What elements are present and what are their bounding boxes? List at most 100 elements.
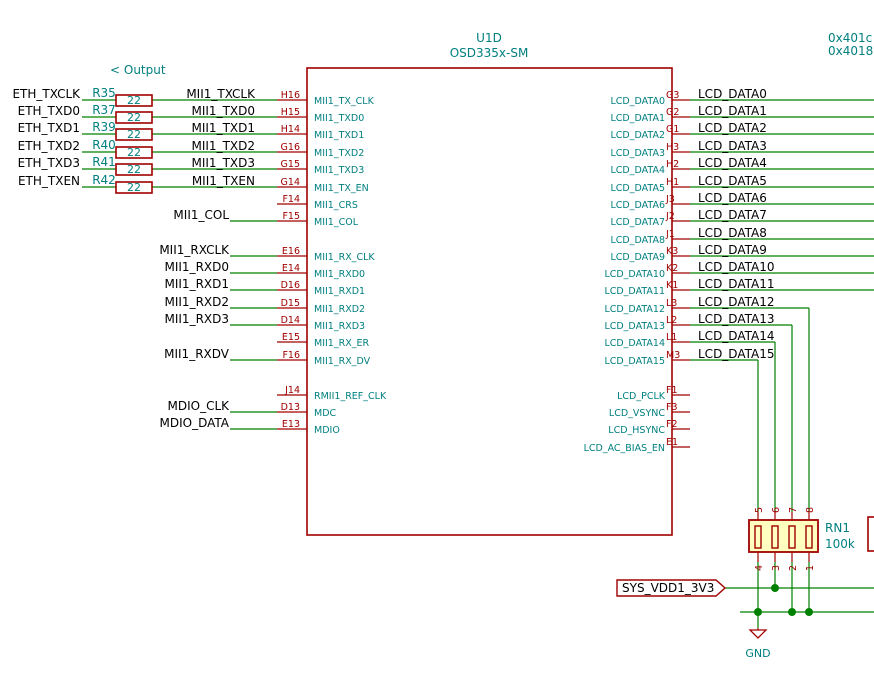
resistor-r35: [115, 94, 153, 107]
pin-name-d14: MII1_RXD3: [314, 321, 365, 332]
net-label-lcd_data2: LCD_DATA2: [698, 121, 767, 135]
net-label-eth_txclk: ETH_TXCLK: [12, 87, 81, 101]
resistor-r42: [115, 181, 153, 194]
rn1-value: 100k: [825, 537, 855, 551]
pin-name-h1: LCD_DATA5: [610, 183, 665, 194]
net-label-mii1_txen: MII1_TXEN: [192, 174, 255, 188]
pin-name-h14: MII1_TXD1: [314, 130, 364, 141]
net-label-mii1_rxd2: MII1_RXD2: [165, 295, 230, 309]
power-flag-sys-vdd1-3v3: [616, 579, 727, 597]
gnd-label: GND: [745, 647, 770, 660]
net-label-mii1_rxd0: MII1_RXD0: [165, 260, 230, 274]
net-label-lcd_data6: LCD_DATA6: [698, 191, 767, 205]
resistor-ref-r35: R35: [92, 86, 116, 100]
pin-name-h16: MII1_TX_CLK: [314, 96, 375, 107]
pin-number-k1: K1: [666, 280, 678, 291]
net-label-mii1_rxdv: MII1_RXDV: [164, 347, 230, 361]
pin-name-d13: MDC: [314, 408, 337, 419]
pin-number-m3: M3: [666, 350, 680, 361]
pin-name-g2: LCD_DATA1: [610, 113, 665, 124]
pin-number-g15: G15: [281, 159, 300, 170]
pin-name-j3: LCD_DATA6: [610, 200, 665, 211]
pin-name-l3: LCD_DATA12: [604, 304, 665, 315]
pin-name-g1: LCD_DATA2: [610, 130, 665, 141]
net-label-mii1_rxd1: MII1_RXD1: [165, 277, 230, 291]
pin-name-f1: LCD_PCLK: [617, 391, 666, 402]
net-label-mii1_col: MII1_COL: [173, 208, 229, 222]
pin-name-h2: LCD_DATA4: [610, 165, 665, 176]
pin-number-e14: E14: [282, 263, 300, 274]
pin-number-g16: G16: [281, 142, 300, 153]
rn1-pin-label-bottom-4: 1: [805, 565, 816, 571]
rn1-ref: RN1: [825, 521, 850, 535]
net-label-mdio_data: MDIO_DATA: [160, 416, 230, 430]
junction-dot-4: [805, 608, 813, 616]
pin-name-j14: RMII1_REF_CLK: [314, 391, 387, 402]
pin-number-h15: H15: [281, 107, 300, 118]
pin-name-h15: MII1_TXD0: [314, 113, 364, 124]
pin-number-g1: G1: [666, 124, 679, 135]
pin-name-e13: MDIO: [314, 425, 340, 436]
pin-number-g2: G2: [666, 107, 679, 118]
net-label-eth_txd2: ETH_TXD2: [18, 139, 80, 153]
net-label-mii1_txd1: MII1_TXD1: [192, 121, 256, 135]
resistor-ref-r40: R40: [92, 138, 116, 152]
net-label-eth_txd3: ETH_TXD3: [18, 156, 80, 170]
pin-name-d16: MII1_RXD1: [314, 286, 365, 297]
pin-name-l1: LCD_DATA14: [604, 338, 665, 349]
pin-number-e13: E13: [282, 419, 300, 430]
net-label-lcd_data0: LCD_DATA0: [698, 87, 767, 101]
pin-name-g16: MII1_TXD2: [314, 148, 364, 159]
pin-number-k3: K3: [666, 246, 678, 257]
pin-number-j2: J2: [665, 211, 675, 222]
offscreen-component: [867, 516, 874, 552]
pin-name-e16: MII1_RX_CLK: [314, 252, 375, 263]
resistor-value-r41: 22: [127, 163, 141, 176]
resistor-ref-r39: R39: [92, 120, 116, 134]
pin-number-j14: J14: [284, 385, 300, 396]
net-label-mii1_txd3: MII1_TXD3: [192, 156, 256, 170]
junction-dot-3: [788, 608, 796, 616]
pin-number-h14: H14: [281, 124, 300, 135]
gnd-symbol: [748, 629, 768, 639]
pin-name-e14: MII1_RXD0: [314, 269, 365, 280]
pin-number-e15: E15: [282, 332, 300, 343]
pin-number-f1: F1: [666, 385, 678, 396]
rn1-pin-label-bottom-1: 4: [754, 565, 765, 571]
net-label-lcd_data3: LCD_DATA3: [698, 139, 767, 153]
net-label-eth_txen: ETH_TXEN: [18, 174, 80, 188]
net-label-mii1_rxd3: MII1_RXD3: [165, 312, 230, 326]
u1d-body: [306, 67, 673, 536]
resistor-r40: [115, 146, 153, 159]
pin-number-h3: H3: [666, 142, 679, 153]
net-label-mii1_txd0: MII1_TXD0: [192, 104, 256, 118]
net-label-lcd_data9: LCD_DATA9: [698, 243, 767, 257]
symbol-value: OSD335x-SM: [450, 46, 529, 60]
resistor-r37: [115, 111, 153, 124]
net-label-lcd_data10: LCD_DATA10: [698, 260, 775, 274]
pin-number-e16: E16: [282, 246, 300, 257]
pin-name-g15: MII1_TXD3: [314, 165, 364, 176]
power-label-sys-vdd1-3v3: SYS_VDD1_3V3: [622, 581, 714, 595]
rn1-pin-label-top-1: 5: [754, 507, 765, 513]
resistor-value-r37: 22: [127, 111, 141, 124]
rn1-pin-label-bottom-3: 2: [788, 565, 799, 571]
pin-name-e1: LCD_AC_BIAS_EN: [584, 443, 665, 454]
pin-name-k2: LCD_DATA10: [604, 269, 665, 280]
junction-dot-2: [754, 608, 762, 616]
rn1-resistor-2: [771, 525, 779, 549]
net-label-lcd_data7: LCD_DATA7: [698, 208, 767, 222]
pin-number-h16: H16: [281, 90, 300, 101]
pin-number-d16: D16: [281, 280, 300, 291]
pin-number-f16: F16: [282, 350, 300, 361]
pin-name-f2: LCD_HSYNC: [608, 425, 665, 436]
rn1-pin-label-bottom-2: 3: [771, 565, 782, 571]
rn1-pin-label-top-3: 7: [788, 507, 799, 513]
pin-number-f14: F14: [282, 194, 300, 205]
net-label-lcd_data13: LCD_DATA13: [698, 312, 775, 326]
net-label-lcd_data14: LCD_DATA14: [698, 329, 775, 343]
pin-name-g3: LCD_DATA0: [610, 96, 665, 107]
rn1-pin-label-top-2: 6: [771, 507, 782, 513]
pin-number-d14: D14: [281, 315, 300, 326]
